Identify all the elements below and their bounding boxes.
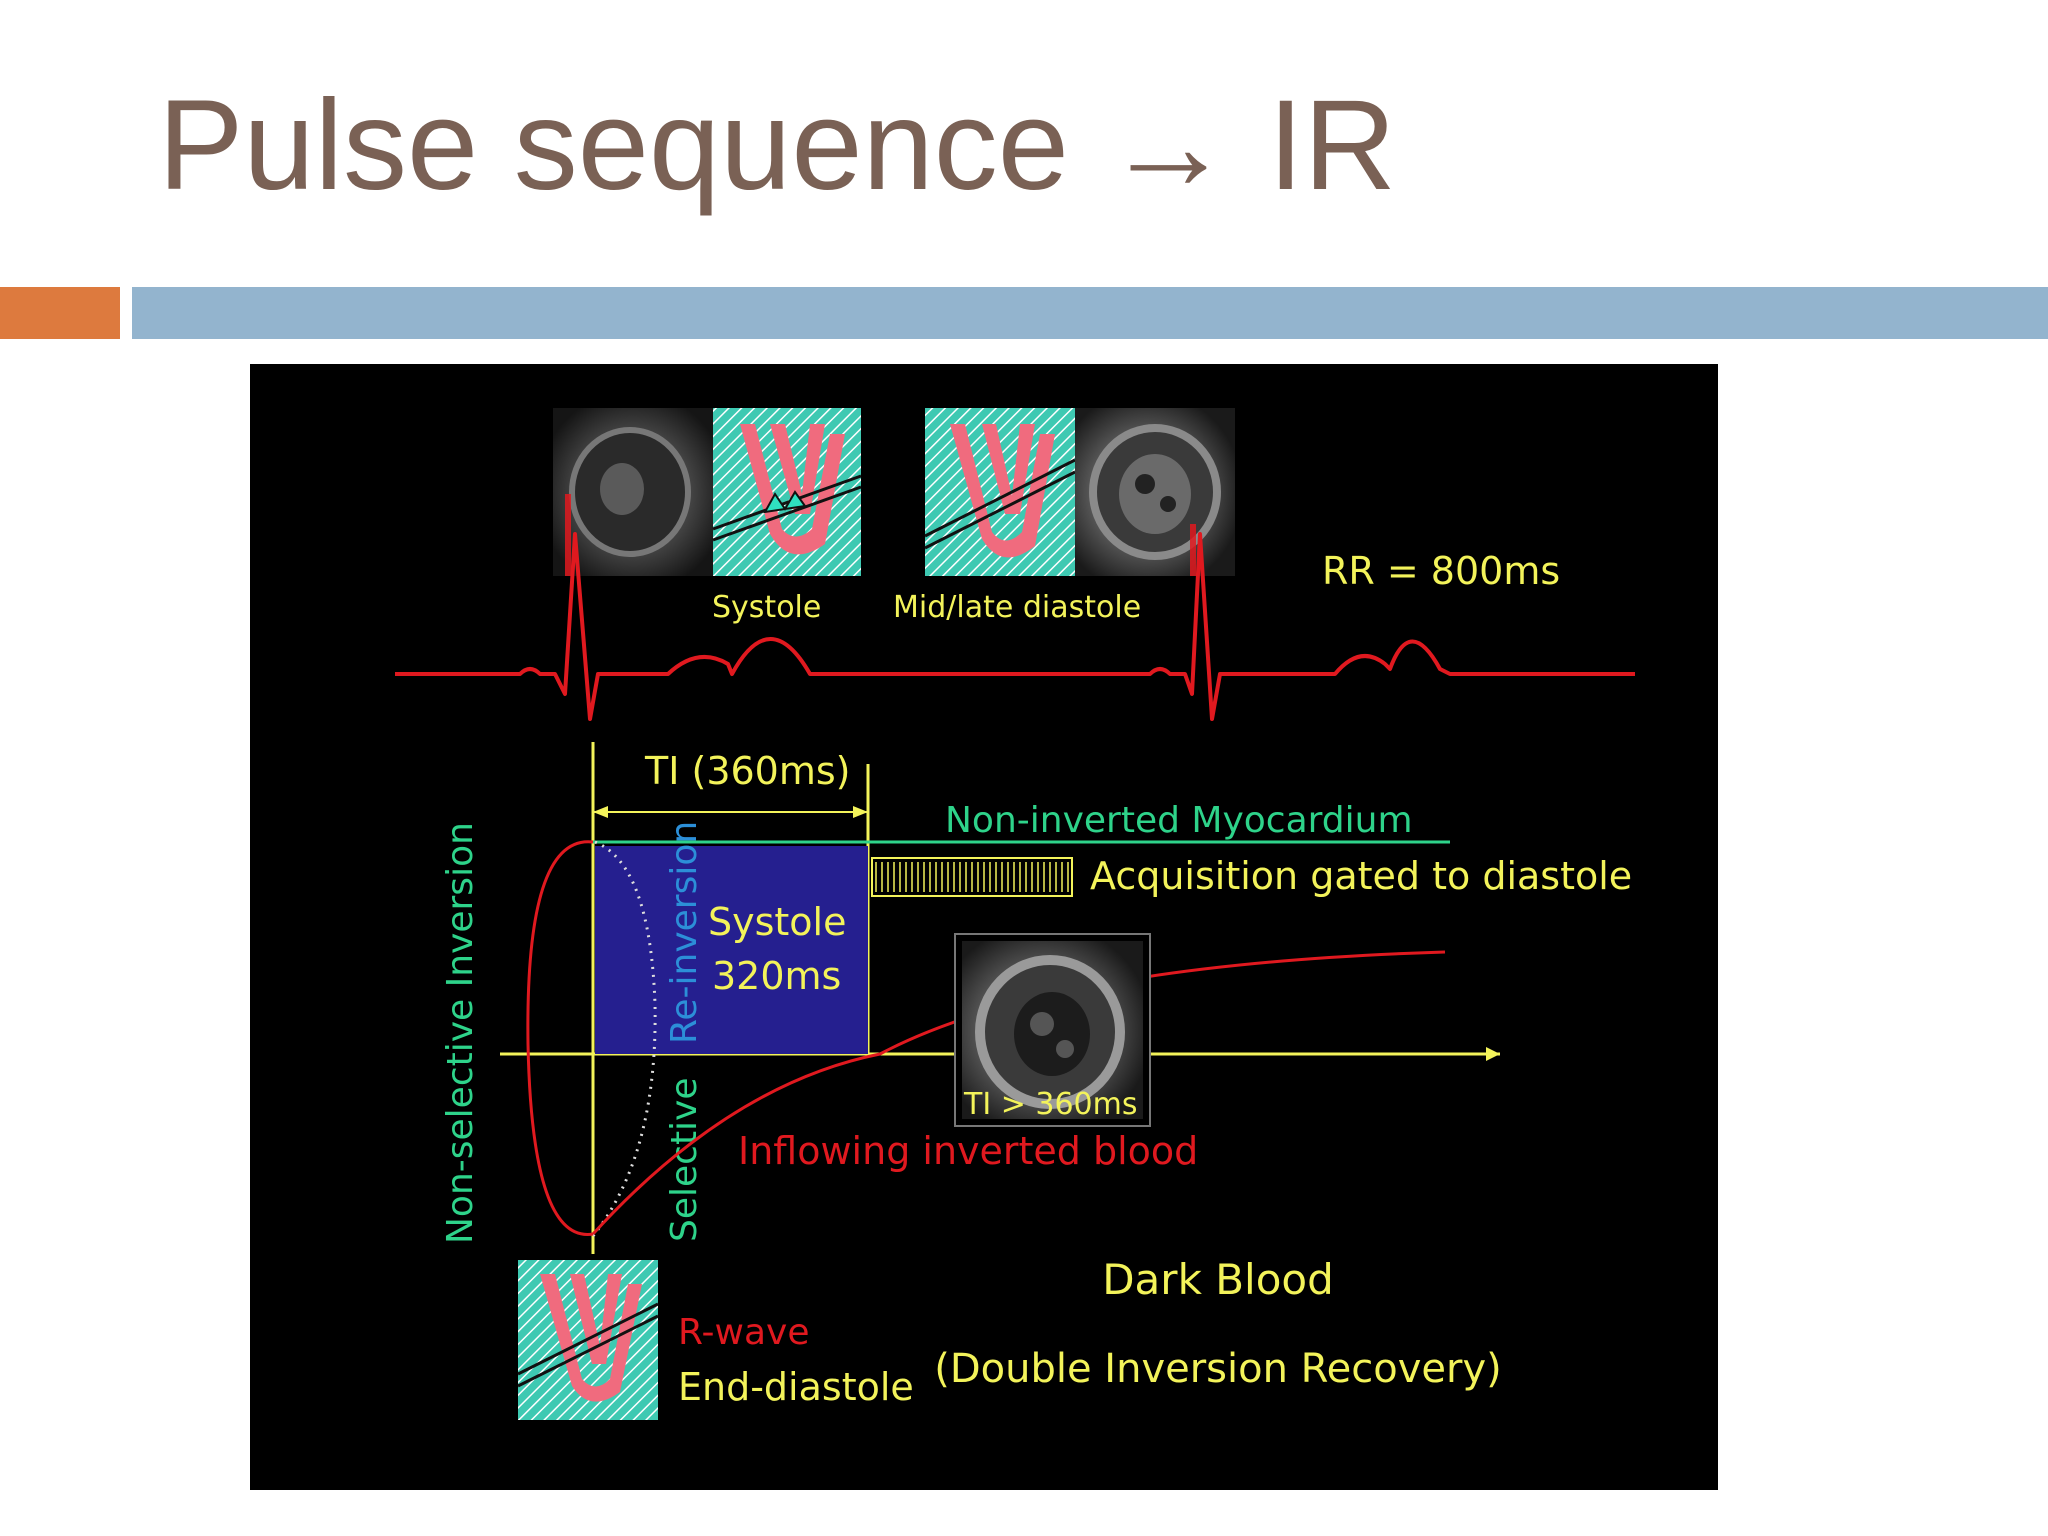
ecg-trace — [395, 532, 1635, 721]
slide-title: Pulse sequence → IR — [158, 74, 1396, 217]
systole-caption: Systole — [712, 590, 821, 625]
dir-label: (Double Inversion Recovery) — [934, 1346, 1502, 1392]
accent-bar-blue — [132, 287, 2048, 339]
accent-bar-orange — [0, 287, 120, 339]
rr-label: RR = 800ms — [1322, 549, 1560, 593]
non-selective-inversion-label: Non-selective Inversion — [440, 822, 481, 1244]
ti-arrow-right — [853, 806, 868, 818]
ti-gt-label: TI > 360ms — [963, 1087, 1138, 1122]
diagram-svg: Systole Mid/late diastole RR = 800ms — [395, 408, 1635, 1420]
reinversion-label: Re-inversion — [664, 821, 705, 1044]
ti-arrow-left — [593, 806, 608, 818]
systole-box-line2: 320ms — [712, 954, 841, 998]
diastole-caption: Mid/late diastole — [893, 590, 1141, 625]
systole-box-line1: Systole — [708, 900, 847, 944]
hatched-heart-diastole — [924, 408, 1076, 576]
dark-blood-label: Dark Blood — [1102, 1255, 1334, 1304]
inflowing-blood-label: Inflowing inverted blood — [738, 1129, 1198, 1173]
acquisition-label: Acquisition gated to diastole — [1090, 854, 1632, 898]
non-selective-inversion-curve — [526, 840, 594, 1236]
time-axis-arrowhead — [1486, 1047, 1500, 1061]
mri-image-ti-gt — [954, 933, 1151, 1127]
acquisition-window — [871, 857, 1073, 897]
ti-label: TI (360ms) — [644, 749, 851, 793]
blood-recovery-curve — [591, 950, 1446, 1236]
hatched-heart-end-diastole — [517, 1260, 659, 1420]
end-diastole-label: End-diastole — [678, 1365, 914, 1409]
double-inversion-diagram: Systole Mid/late diastole RR = 800ms — [250, 364, 1718, 1490]
mri-image-diastole — [1075, 408, 1235, 576]
rwave-label: R-wave — [678, 1312, 810, 1353]
systole-window-box — [595, 846, 868, 1054]
mri-image-systole — [553, 408, 713, 576]
non-inverted-label: Non-inverted Myocardium — [945, 800, 1413, 841]
hatched-heart-systole — [712, 408, 862, 576]
